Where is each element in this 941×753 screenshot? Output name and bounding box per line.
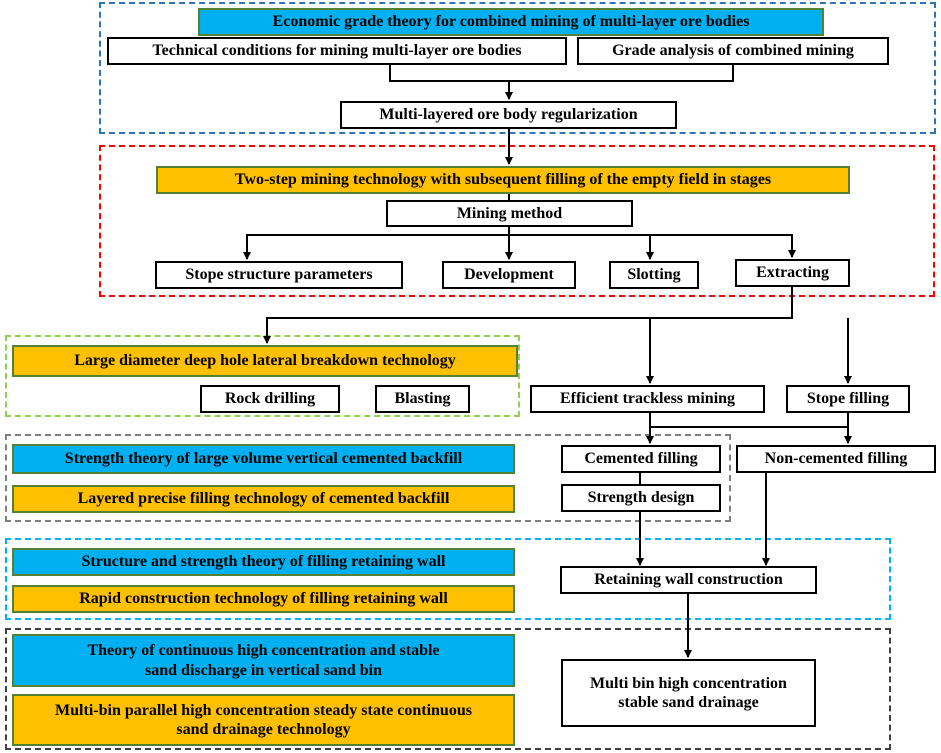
non-cemented-filling-box: Non-cemented filling [736, 445, 936, 473]
stope-structure-box: Stope structure parameters [155, 261, 403, 289]
connector-technical-to-regularization [389, 65, 734, 82]
slotting-box: Slotting [609, 261, 699, 289]
regularization-box: Multi-layered ore body regularization [340, 101, 677, 129]
mining-method-box: Mining method [386, 200, 633, 227]
two-step-mining-box: Two-step mining technology with subseque… [156, 166, 850, 194]
structure-strength-wall-box: Structure and strength theory of filling… [12, 548, 515, 576]
extracting-box: Extracting [735, 259, 850, 287]
economic-grade-theory-box: Economic grade theory for combined minin… [198, 8, 824, 36]
group-frame-breakdown-technology [5, 335, 520, 417]
group-frame-economic-grade [99, 2, 936, 134]
layered-precise-filling-box: Layered precise filling technology of ce… [12, 485, 515, 513]
technical-conditions-box: Technical conditions for mining multi-la… [107, 37, 567, 65]
group-frame-mining-technology [99, 145, 935, 297]
rock-drilling-box: Rock drilling [200, 385, 340, 413]
group-frame-retaining-wall [5, 538, 891, 620]
blasting-box: Blasting [375, 385, 470, 413]
rapid-construction-wall-box: Rapid construction technology of filling… [12, 585, 515, 613]
group-frame-sand-drainage [5, 628, 891, 750]
multi-bin-parallel-box: Multi-bin parallel high concentration st… [12, 694, 515, 746]
theory-continuous-sand-box: Theory of continuous high concentration … [12, 634, 515, 687]
strength-design-box: Strength design [561, 484, 721, 512]
grade-analysis-box: Grade analysis of combined mining [577, 37, 889, 65]
cemented-filling-box: Cemented filling [561, 445, 721, 473]
development-box: Development [442, 261, 576, 289]
group-frame-cemented-backfill [5, 434, 731, 522]
large-diameter-box: Large diameter deep hole lateral breakdo… [12, 345, 518, 377]
connector-mining-method-branch [243, 225, 510, 260]
connector-extracting-branch [263, 285, 793, 344]
multi-bin-drainage-box: Multi bin high concentration stable sand… [561, 659, 816, 727]
efficient-trackless-box: Efficient trackless mining [530, 385, 765, 413]
strength-theory-backfill-box: Strength theory of large volume vertical… [12, 444, 515, 474]
retaining-wall-construction-box: Retaining wall construction [560, 566, 817, 594]
connector-mining-filling-join [649, 413, 849, 428]
stope-filling-box: Stope filling [786, 385, 910, 413]
connector-mining-method-to-extracting [509, 234, 796, 258]
